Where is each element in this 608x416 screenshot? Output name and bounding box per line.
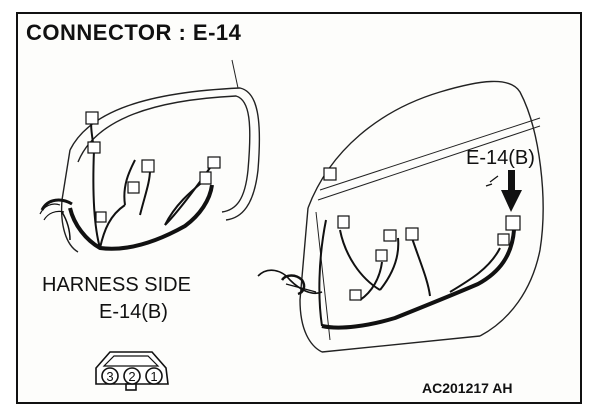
pin-2-label: 2: [128, 369, 135, 384]
diagram-title: CONNECTOR : E-14: [26, 20, 242, 45]
connector-icon: [207, 156, 221, 169]
pin-2: [123, 367, 141, 385]
reference-code: AC201217 AH: [422, 380, 513, 396]
connector-icon: [323, 167, 337, 181]
pin-3: [101, 367, 119, 385]
left-door: [60, 59, 261, 253]
right-harness-connectors: [323, 167, 521, 301]
right-door: [299, 80, 544, 353]
connector-icon: [199, 171, 212, 185]
connector-icon: [127, 181, 140, 194]
left-harness-connectors: [85, 111, 221, 223]
harness-side-label: HARNESS SIDE: [42, 274, 191, 296]
pin-1-label: 1: [150, 369, 157, 384]
right-harness: [257, 219, 516, 330]
pin-3-label: 3: [106, 369, 113, 384]
diagram-frame: [16, 12, 582, 404]
connector-icon: [141, 159, 155, 173]
connector-icon: [95, 211, 107, 223]
connector-icon: [337, 215, 350, 229]
connector-icon: [85, 111, 99, 125]
connector-icon: [497, 233, 510, 246]
connector-icon: [87, 141, 101, 154]
harness-connector-id: E-14(B): [99, 301, 168, 323]
connector-icon: [383, 229, 397, 242]
e14b-connector-icon: [505, 215, 521, 231]
callout-label: E-14(B): [466, 147, 535, 169]
left-harness: [39, 117, 214, 251]
connector-face-icon: 3 2 1: [95, 351, 169, 391]
connector-icon: [375, 249, 388, 262]
connector-icon: [349, 289, 362, 301]
callout-arrow-icon: [485, 170, 522, 212]
connector-icon: [405, 227, 419, 241]
pin-1: [145, 367, 163, 385]
